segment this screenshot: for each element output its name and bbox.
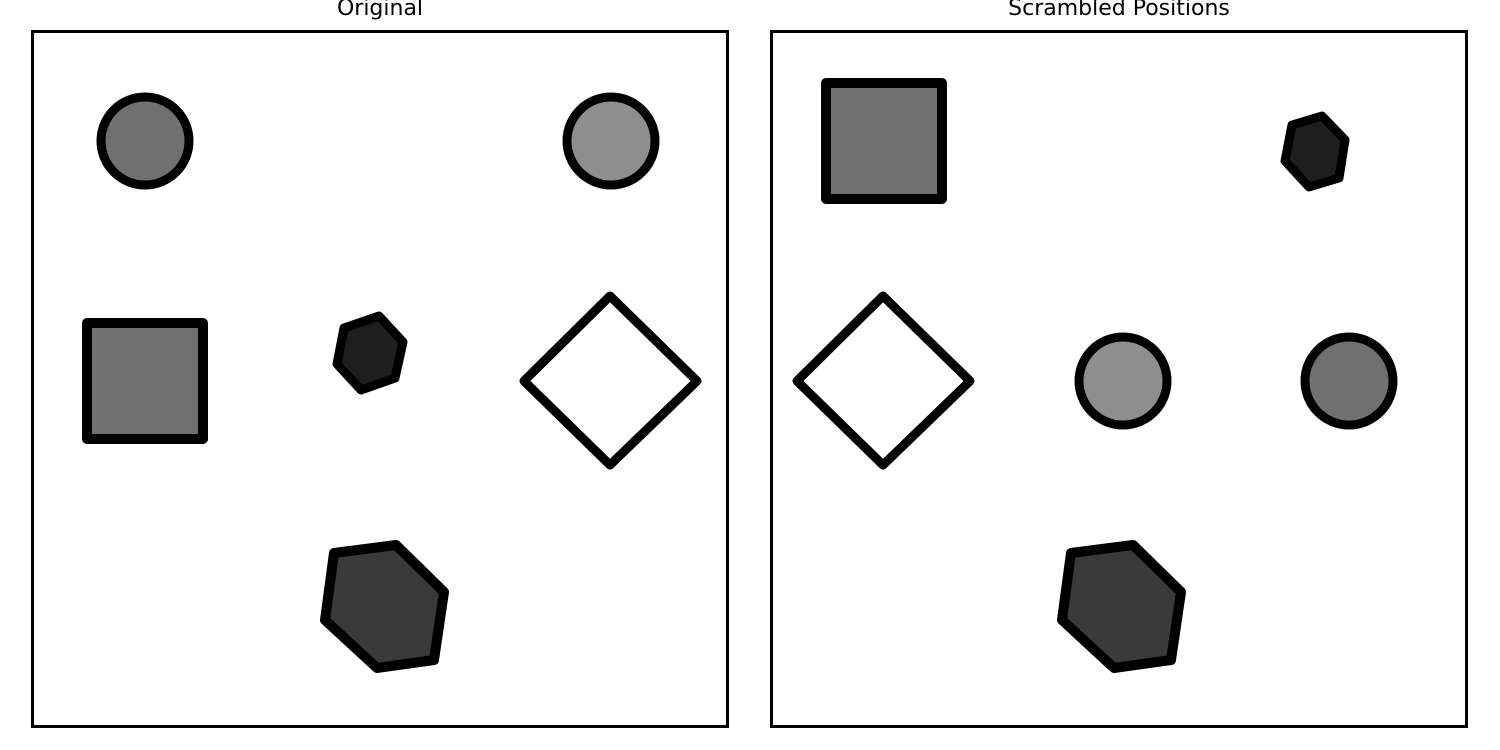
scrambled-panel-title: Scrambled Positions (1008, 0, 1230, 21)
original-small-hexagon (332, 311, 408, 395)
original-panel (31, 30, 729, 728)
scrambled-square (821, 78, 947, 204)
scrambled-small-hexagon (1280, 111, 1350, 192)
scrambled-shapes-canvas (792, 78, 1398, 673)
original-circle-top-left (96, 92, 194, 190)
scrambled-circle-right (1300, 332, 1398, 430)
scrambled-large-hexagon (1057, 540, 1186, 673)
scrambled-circle-center (1074, 332, 1172, 430)
scrambled-panel (770, 30, 1468, 728)
original-shapes-canvas (82, 92, 702, 673)
original-diamond (519, 291, 702, 470)
scrambled-diamond (792, 291, 975, 470)
original-square (82, 318, 208, 444)
original-panel-title: Original (336, 0, 424, 21)
original-circle-top-right (562, 92, 660, 190)
original-large-hexagon (320, 540, 449, 673)
